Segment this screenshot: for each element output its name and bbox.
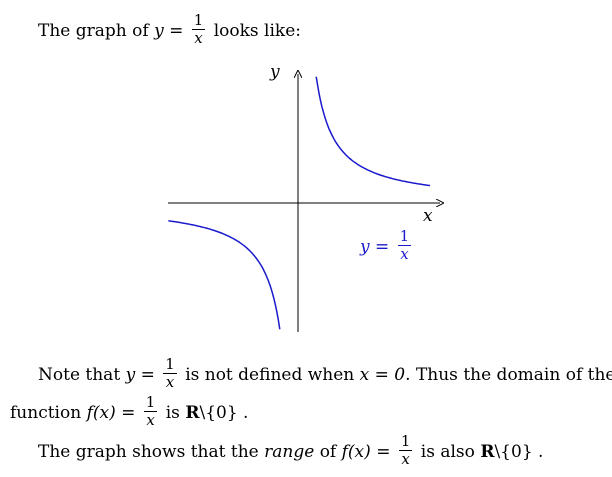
para1-prefix: Note that	[38, 365, 121, 385]
intro-var: y	[154, 21, 164, 41]
para2-prefix: function	[10, 403, 82, 423]
para3-fraction: 1 x	[398, 432, 413, 468]
para1-var: y	[125, 365, 136, 385]
para1-fraction: 1 x	[163, 356, 177, 391]
x-axis-label: x	[423, 206, 433, 226]
para2-frac-den: x	[146, 411, 155, 429]
para2-rest: \{0} .	[199, 403, 249, 423]
curve-label-den: x	[400, 245, 409, 263]
para1-eq: =	[140, 365, 155, 385]
curve-lower-branch	[168, 220, 281, 330]
para3-prefix: The graph shows that the	[38, 442, 259, 462]
intro-suffix: looks like:	[213, 21, 302, 41]
para1-mid: is not defined when	[185, 365, 355, 385]
para1-line: Note that y = 1 x is not defined when x …	[38, 356, 612, 393]
curve-label-fraction: 1 x	[397, 227, 412, 263]
para2-fraction: 1 x	[143, 393, 158, 429]
para1-frac-num: 1	[163, 355, 177, 374]
curve-upper-branch	[315, 76, 431, 187]
para3-eq: =	[376, 442, 391, 462]
curve-label: y = 1 x	[360, 227, 414, 265]
para3-line: The graph shows that the range of f(x) =…	[38, 432, 544, 470]
para2-set: R	[185, 403, 200, 423]
intro-prefix: The graph of	[38, 21, 149, 41]
para2-frac-num: 1	[143, 393, 158, 412]
para3-frac-den: x	[401, 450, 410, 468]
curve-label-eq: =	[375, 237, 390, 257]
para3-fx: f(x)	[341, 442, 371, 462]
curve-label-num: 1	[397, 227, 412, 246]
intro-fraction: 1 x	[191, 11, 206, 47]
intro-frac-num: 1	[191, 11, 206, 30]
intro-line: The graph of y = 1 x looks like:	[38, 11, 302, 49]
para3-mid: is also	[420, 442, 475, 462]
para3-frac-num: 1	[398, 432, 413, 451]
intro-eq: =	[169, 21, 184, 41]
para3-range: range	[264, 442, 315, 462]
y-axis-label: y	[270, 62, 280, 82]
para3-rest: \{0} .	[494, 442, 544, 462]
para1-cond: x = 0	[359, 365, 406, 385]
para3-of: of	[319, 442, 337, 462]
para1-suffix: . Thus the domain of the	[405, 365, 612, 385]
para2-fx: f(x)	[86, 403, 116, 423]
para2-eq: =	[121, 403, 136, 423]
para1-frac-den: x	[165, 373, 175, 391]
para2-mid: is	[165, 403, 180, 423]
para2-line: function f(x) = 1 x is R\{0} .	[10, 393, 249, 431]
intro-frac-den: x	[194, 29, 203, 47]
para3-set: R	[480, 442, 495, 462]
curve-label-var: y	[360, 237, 370, 257]
